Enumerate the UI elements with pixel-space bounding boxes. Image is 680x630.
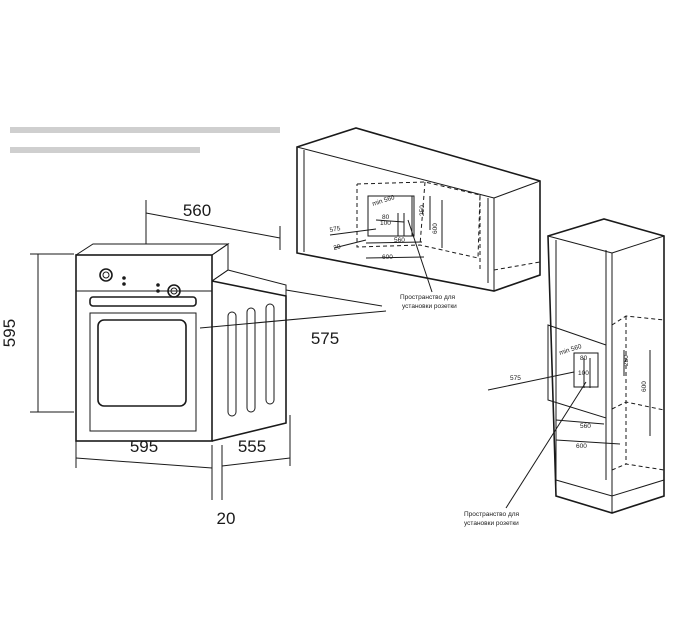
- side-vent-slot: [265, 303, 275, 405]
- background-texture: [10, 127, 280, 153]
- tall-dim-80: 80: [580, 355, 588, 362]
- dim-depth-bottom: 555: [238, 437, 266, 456]
- tall-dim-600-bottom: 600: [576, 443, 587, 450]
- door-handle: [89, 296, 197, 307]
- dim-height: 595: [0, 319, 19, 347]
- dim-depth-top: 575: [311, 329, 339, 348]
- uc-dim-100: 100: [380, 220, 391, 227]
- under-counter-cabinet: [296, 127, 541, 293]
- uc-dim-600: 600: [432, 223, 439, 234]
- tall-dim-250: 250: [623, 355, 630, 366]
- tall-cabinet: [487, 218, 665, 514]
- side-vent-slot: [246, 307, 256, 413]
- tall-dim-600: 600: [641, 381, 648, 392]
- oven-top: [75, 243, 230, 256]
- uc-note-line1: Пространство для: [400, 294, 456, 301]
- tall-note-line2: установки розетки: [464, 520, 519, 527]
- dim-door-offset: 20: [217, 509, 236, 528]
- uc-dim-80: 80: [382, 214, 390, 221]
- oven-drawing: [75, 243, 287, 442]
- left-knob-icon: [99, 268, 113, 282]
- side-vent-slot: [227, 311, 237, 417]
- tall-dim-100: 100: [578, 370, 589, 377]
- tall-dim-575: 575: [510, 375, 521, 382]
- tall-dim-560: 560: [580, 423, 591, 430]
- dim-width-top: 560: [183, 201, 211, 220]
- uc-dim-250: 250: [419, 205, 426, 216]
- door-window: [97, 319, 187, 407]
- cabinet-outline: [296, 127, 541, 292]
- tall-note-line1: Пространство для: [464, 511, 520, 518]
- uc-dim-560: 560: [394, 237, 405, 244]
- uc-dim-20: 20: [333, 243, 342, 252]
- oven-front: [75, 254, 213, 442]
- uc-note-line2: установки розетки: [402, 303, 457, 310]
- dim-width-bottom: 595: [130, 437, 158, 456]
- door-frame: [89, 312, 197, 432]
- uc-dim-575: 575: [329, 225, 341, 234]
- oven-body-side: [211, 280, 287, 442]
- uc-dim-600-bottom: 600: [382, 254, 393, 261]
- oven-dimension-lines: [30, 200, 387, 500]
